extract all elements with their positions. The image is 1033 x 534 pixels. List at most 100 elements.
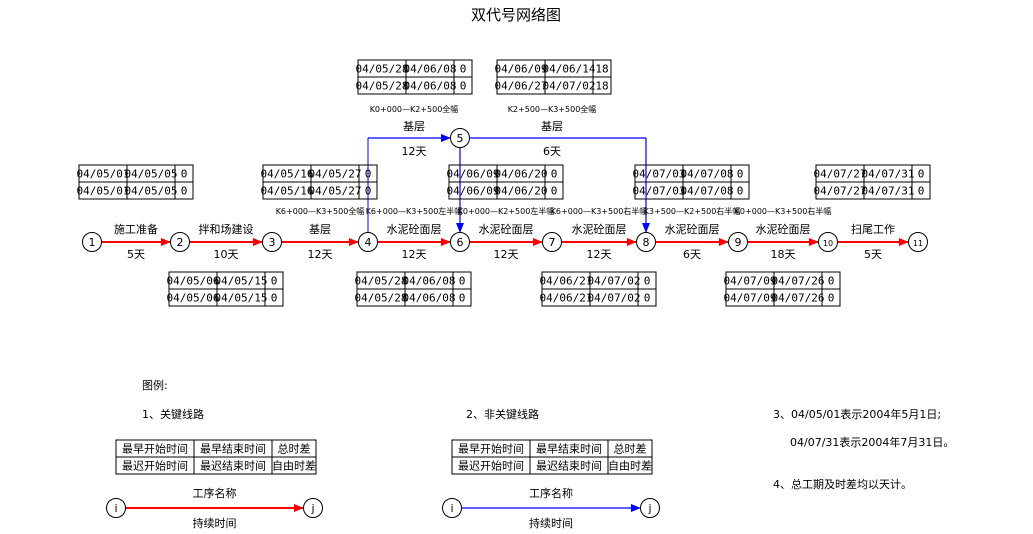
node-circle: [358, 232, 378, 252]
table-cell: 0: [828, 292, 835, 305]
activity-range: K6+000—K3+500右半幅: [551, 206, 648, 216]
legend-node-j: [303, 498, 323, 518]
node-circle: [262, 232, 282, 252]
activity-duration: 12天: [308, 248, 333, 261]
node-10: 10: [818, 232, 838, 252]
table-cell: 0: [737, 185, 744, 198]
table-cell: 04/07/08: [681, 168, 734, 181]
table-cell: 04/06/08: [403, 275, 456, 288]
table-cell: 最早开始时间: [458, 442, 524, 456]
activity-duration: 6天: [543, 145, 561, 158]
table-cell: 0: [459, 292, 466, 305]
node-circle: [170, 232, 190, 252]
node-6: 6: [450, 232, 470, 252]
node-label: 3: [269, 236, 276, 249]
table-cell: 总时差: [614, 442, 647, 456]
activity-duration: 6天: [683, 248, 701, 261]
activity-duration: 12天: [587, 248, 612, 261]
table-cell: 04/05/15: [215, 275, 268, 288]
table-cell: 04/06/09: [495, 63, 548, 76]
table-cell: 04/05/28: [356, 80, 409, 93]
table-cell: 04/07/31: [862, 168, 915, 181]
node-circle: [636, 232, 656, 252]
table-cell: 04/05/15: [215, 292, 268, 305]
table-cell: 04/07/27: [814, 168, 867, 181]
table-cell: 04/07/02: [588, 292, 641, 305]
table-cell: 0: [737, 168, 744, 181]
node-1: 1: [82, 232, 102, 252]
table-cell: 0: [271, 275, 278, 288]
table-cell: 04/07/26: [772, 275, 825, 288]
legend-note4: 4、总工期及时差均以天计。: [773, 477, 912, 491]
table-cell: 04/05/16: [261, 168, 314, 181]
node-circle: [450, 128, 470, 148]
table-cell: 04/06/08: [403, 292, 456, 305]
node-4: 4: [358, 232, 378, 252]
activity-name: 水泥砼面层: [387, 223, 442, 236]
table-cell: 04/06/20: [495, 185, 548, 198]
legend-node-i-label: i: [450, 502, 453, 515]
table-cell: 最迟开始时间: [122, 459, 188, 473]
table-cell: 自由时差: [608, 459, 652, 473]
activity-range: K0+000—K2+500全幅: [370, 104, 459, 114]
table-cell: 04/06/27: [495, 80, 548, 93]
node-label: 2: [177, 236, 184, 249]
table-cell: 04/07/02: [588, 275, 641, 288]
table-cell: 04/07/09: [724, 275, 777, 288]
table-cell: 18: [595, 80, 608, 93]
activity-name: 扫尾工作: [851, 223, 895, 236]
legend: 图例: 1、关键线路 2、非关键线路 3、04/05/01表示2004年5月1日…: [106, 378, 954, 530]
activity-duration: 12天: [402, 145, 427, 158]
table-cell: 04/07/03: [633, 185, 686, 198]
legend-table-noncritical: 最早开始时间最早结束时间总时差最迟开始时间最迟结束时间自由时差: [451, 439, 653, 475]
node-label: 11: [913, 239, 923, 248]
activity-duration: 12天: [494, 248, 519, 261]
table-cell: 0: [181, 168, 188, 181]
legend-node-i: [442, 498, 462, 518]
table-cell: 最早结束时间: [200, 443, 266, 456]
table-cell: 04/05/01: [77, 168, 130, 181]
table-cell: 04/07/02: [543, 80, 596, 93]
activity-name: 基层: [403, 120, 425, 133]
table-cell: 04/05/05: [125, 185, 178, 198]
node-circle: [728, 232, 748, 252]
node-label: 8: [643, 236, 650, 249]
activity-range: K6+000—K3+500全幅: [276, 206, 365, 216]
legend-node-i-label: i: [114, 502, 117, 515]
table-cell: 04/07/03: [633, 168, 686, 181]
activity-name: 水泥砼面层: [479, 223, 534, 236]
node-label: 9: [735, 236, 742, 249]
node-circle: [908, 232, 928, 252]
node-11: 11: [908, 232, 928, 252]
table-cell: 0: [460, 63, 467, 76]
activity-range: K0+000—K3+500右半幅: [735, 206, 832, 216]
activity-name: 基层: [541, 120, 563, 133]
activity-name: 水泥砼面层: [572, 223, 627, 236]
table-cell: 04/07/26: [772, 292, 825, 305]
table-cell: 04/07/31: [862, 185, 915, 198]
legend-title: 图例:: [142, 378, 168, 392]
table-cell: 0: [644, 275, 651, 288]
table-cell: 04/05/06: [167, 275, 220, 288]
activity-duration: 12天: [402, 248, 427, 261]
node-circle: [818, 232, 838, 252]
table-cell: 自由时差: [272, 459, 316, 473]
activity-range: K2+500—K3+500全幅: [508, 104, 597, 114]
activity-duration: 5天: [127, 248, 145, 261]
table-cell: 最迟结束时间: [200, 460, 266, 473]
table-cell: 04/06/21: [540, 275, 593, 288]
node-circle: [450, 232, 470, 252]
table-cell: 0: [460, 80, 467, 93]
node-9: 9: [728, 232, 748, 252]
legend-noncritical-label: 2、非关键线路: [466, 407, 539, 421]
table-cell: 04/05/01: [77, 185, 130, 198]
node-3: 3: [262, 232, 282, 252]
node-5: 5: [450, 128, 470, 148]
